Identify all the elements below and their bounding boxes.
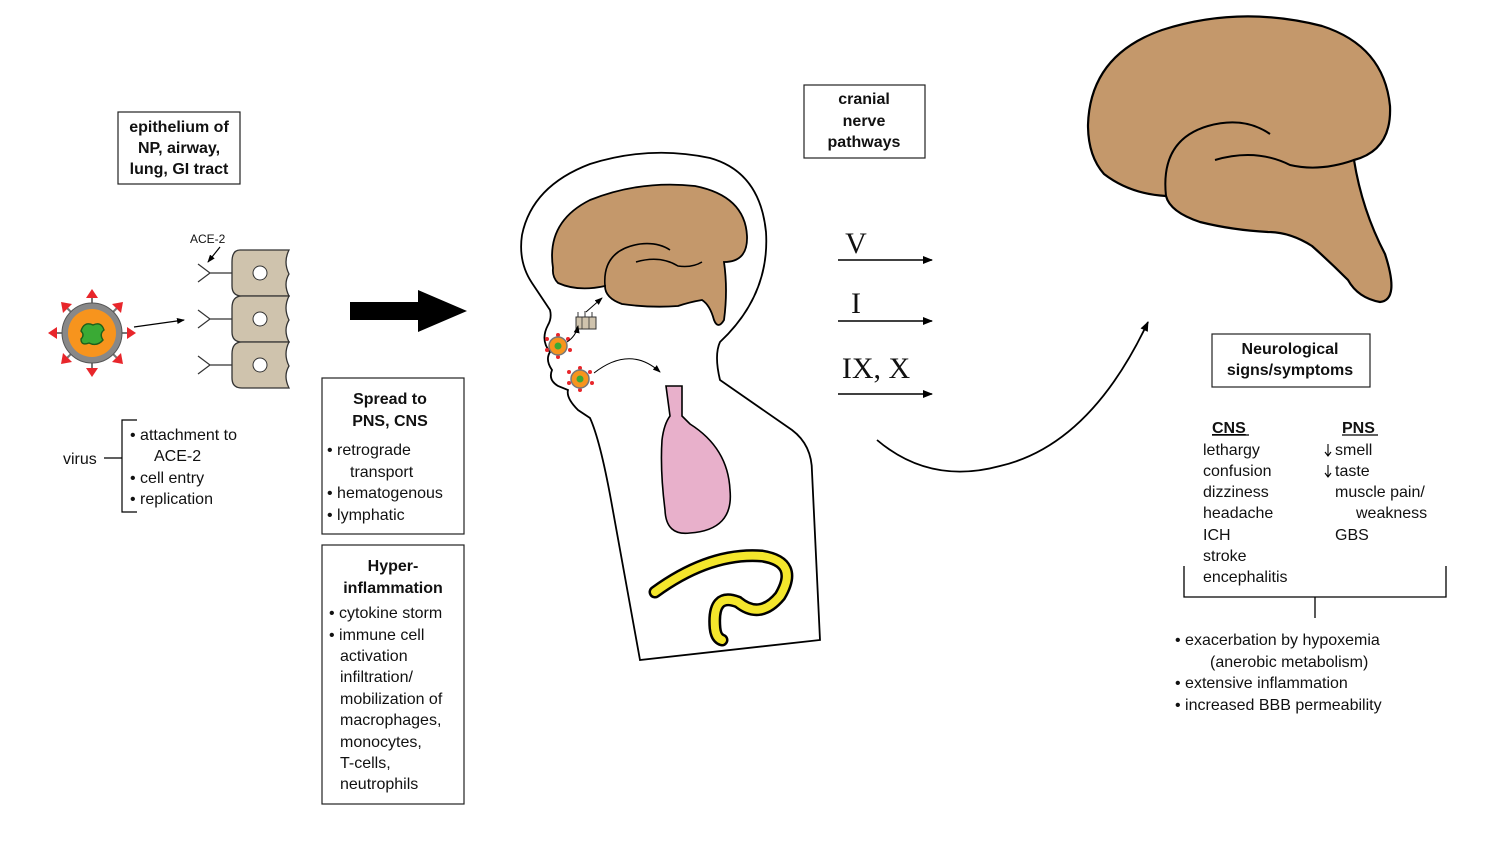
virus-step-entry: • cell entry — [130, 470, 204, 487]
exacerbation-item: (anerobic metabolism) — [1210, 654, 1368, 671]
hyper-item: infiltration/ — [340, 669, 413, 686]
hyper-item: neutrophils — [340, 776, 418, 793]
nerve-label-v: V — [845, 227, 867, 260]
nerve-label-i: I — [851, 287, 861, 320]
cranial-nerve-box: cranial nerve pathways — [803, 84, 926, 159]
epithelium-box: epithelium of NP, airway, lung, GI tract — [117, 111, 241, 185]
cns-item: confusion — [1203, 463, 1272, 480]
hyper-item: • immune cell — [329, 627, 424, 644]
cns-item: stroke — [1203, 548, 1247, 565]
big-right-arrow — [350, 290, 467, 332]
epithelial-cell — [231, 249, 291, 297]
virus-icon — [48, 289, 136, 377]
ace2-label: ACE-2 — [190, 232, 226, 246]
nerve-label-ix-x: IX, X — [842, 352, 911, 385]
exacerbation-item: • extensive inflammation — [1175, 675, 1348, 692]
nasal-virus-icon — [545, 333, 572, 359]
epithelial-cell — [231, 341, 291, 389]
ace2-receptor-icon — [197, 309, 232, 329]
spread-item: transport — [350, 464, 414, 481]
epithelial-cells — [197, 249, 291, 389]
hyper-item: mobilization of — [340, 691, 443, 708]
gut-icon — [651, 551, 791, 644]
cns-header: CNS — [1212, 420, 1246, 437]
pns-header: PNS — [1342, 420, 1375, 437]
hyper-item: monocytes, — [340, 734, 422, 751]
spread-box: Spread to PNS, CNS • retrograde transpor… — [321, 377, 465, 535]
olfactory-arrow — [585, 297, 603, 313]
cranial-line-1: cranial — [838, 91, 890, 108]
epithelium-line-3: lung, GI tract — [130, 161, 229, 178]
oral-virus-icon — [567, 366, 594, 392]
hyper-item: macrophages, — [340, 712, 441, 729]
small-brain-icon — [551, 183, 748, 326]
hyperinflammation-box: Hyper- inflammation • cytokine storm • i… — [321, 544, 465, 805]
spread-item: • hematogenous — [327, 485, 443, 502]
nasal-virus-arrow — [566, 325, 580, 343]
virus-step-ace2: ACE-2 — [154, 448, 201, 465]
virus-step-replication: • replication — [130, 491, 213, 508]
spread-title-1: Spread to — [353, 391, 427, 408]
neuro-title-1: Neurological — [1242, 341, 1339, 358]
hyper-title-1: Hyper- — [368, 558, 419, 575]
curved-arrow-to-brain — [876, 321, 1149, 473]
symptom-bracket — [1183, 566, 1447, 618]
epithelium-line-2: NP, airway, — [138, 140, 220, 157]
hyper-item: • cytokine storm — [329, 605, 442, 622]
hyper-item: activation — [340, 648, 408, 665]
exacerbation-item: • increased BBB permeability — [1175, 697, 1382, 714]
virus-label: virus — [63, 451, 97, 468]
down-arrow-icon — [1324, 465, 1332, 478]
cns-item: lethargy — [1203, 442, 1260, 459]
neuro-signs-box: Neurological signs/symptoms — [1211, 333, 1371, 388]
olfactory-receptor-icon — [575, 311, 597, 330]
exacerbation-item: • exacerbation by hypoxemia — [1175, 632, 1380, 649]
virus-steps-bracket — [121, 419, 137, 513]
pns-item: weakness — [1355, 505, 1427, 522]
hyper-title-2: inflammation — [343, 580, 443, 597]
cns-item: headache — [1203, 505, 1273, 522]
epithelium-line-1: epithelium of — [129, 119, 229, 136]
human-body-silhouette — [520, 151, 821, 661]
spread-item: • retrograde — [327, 442, 411, 459]
ace2-pointer-arrow — [207, 246, 221, 263]
epithelial-cell — [231, 295, 291, 343]
cranial-line-2: nerve — [843, 113, 886, 130]
neuro-title-2: signs/symptoms — [1227, 362, 1353, 379]
pns-item: smell — [1335, 442, 1372, 459]
spread-title-2: PNS, CNS — [352, 413, 428, 430]
ace2-receptor-icon — [197, 263, 232, 283]
large-brain-icon — [1086, 15, 1393, 304]
spread-item: • lymphatic — [327, 507, 405, 524]
oral-virus-arrow — [593, 358, 661, 374]
ace2-receptor-icon — [197, 355, 232, 375]
hyper-item: T-cells, — [340, 755, 391, 772]
lung-organ-icon — [660, 385, 732, 535]
pns-item: muscle pain/ — [1335, 484, 1425, 501]
virus-to-cell-arrow — [133, 317, 185, 328]
cranial-line-3: pathways — [828, 134, 901, 151]
cns-item: encephalitis — [1203, 569, 1288, 586]
cns-item: ICH — [1203, 527, 1231, 544]
cns-item: dizziness — [1203, 484, 1269, 501]
virus-step-attachment: • attachment to — [130, 427, 237, 444]
pns-item: taste — [1335, 463, 1370, 480]
pns-item: GBS — [1335, 527, 1369, 544]
down-arrow-icon — [1324, 444, 1332, 457]
